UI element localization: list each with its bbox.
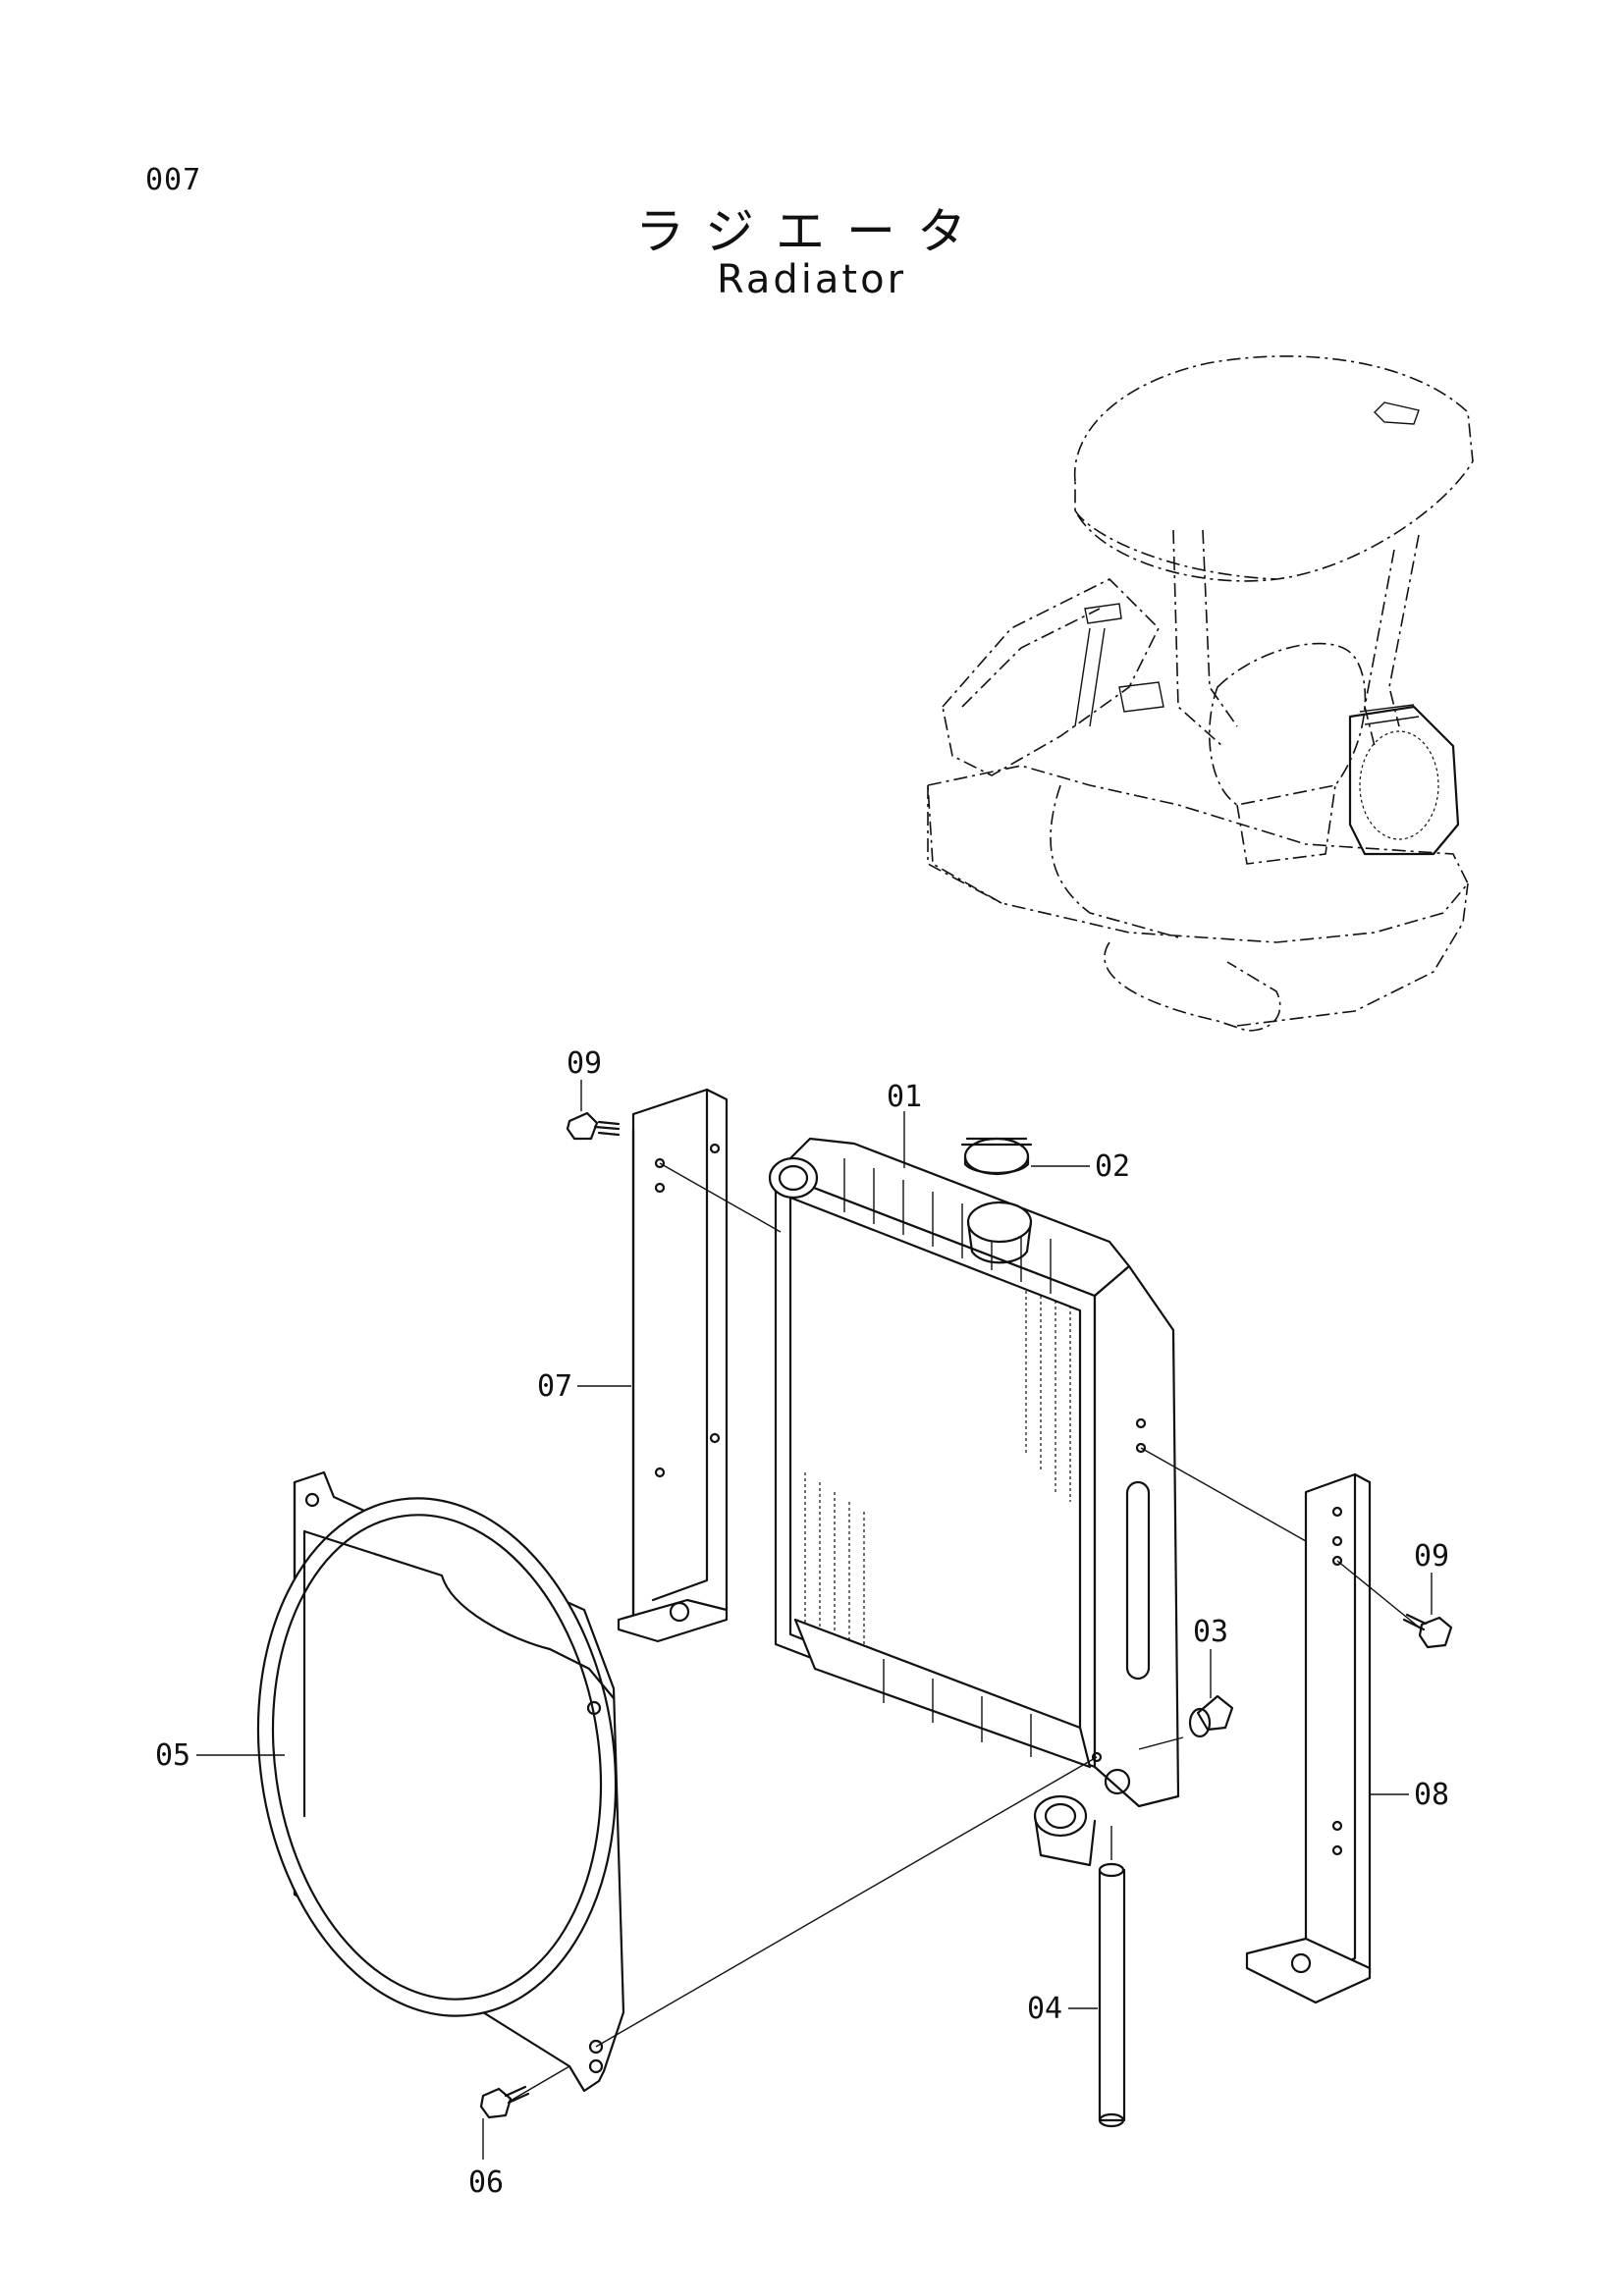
callout-07: 07 [537, 1369, 572, 1404]
part-01-radiator [768, 1137, 1180, 1867]
part-09-bolt-upper [566, 1111, 621, 1141]
callout-08: 08 [1414, 1778, 1449, 1812]
page-number: 007 [145, 163, 202, 197]
part-09-bolt-lower [1402, 1613, 1453, 1649]
callout-04: 04 [1027, 1992, 1062, 2026]
callout-labels: 01 02 03 04 05 06 07 08 09 09 [155, 1046, 1449, 2200]
part-04-drain-hose [1098, 1862, 1126, 2128]
title-english: Radiator [716, 257, 907, 302]
title-japanese: ラジエータ [635, 203, 988, 260]
part-07-bracket-left [617, 1088, 729, 1643]
part-02-radiator-cap [960, 1137, 1033, 1176]
part-03-drain-cock [1188, 1694, 1234, 1738]
assembly-lines [510, 1162, 1423, 2102]
part-08-bracket-right [1245, 1472, 1372, 2004]
machine-overview-illustration [927, 355, 1474, 1032]
callout-06: 06 [468, 2165, 504, 2200]
leader-lines [196, 1080, 1433, 2160]
callout-01: 01 [887, 1080, 922, 1114]
callout-09-upper: 09 [567, 1046, 602, 1081]
part-05-fan-shroud [256, 1470, 625, 2093]
part-06-bolt [479, 2085, 530, 2119]
callout-05: 05 [155, 1738, 190, 1773]
callout-02: 02 [1095, 1149, 1130, 1184]
callout-03: 03 [1193, 1615, 1228, 1649]
callout-09-lower: 09 [1414, 1539, 1449, 1574]
